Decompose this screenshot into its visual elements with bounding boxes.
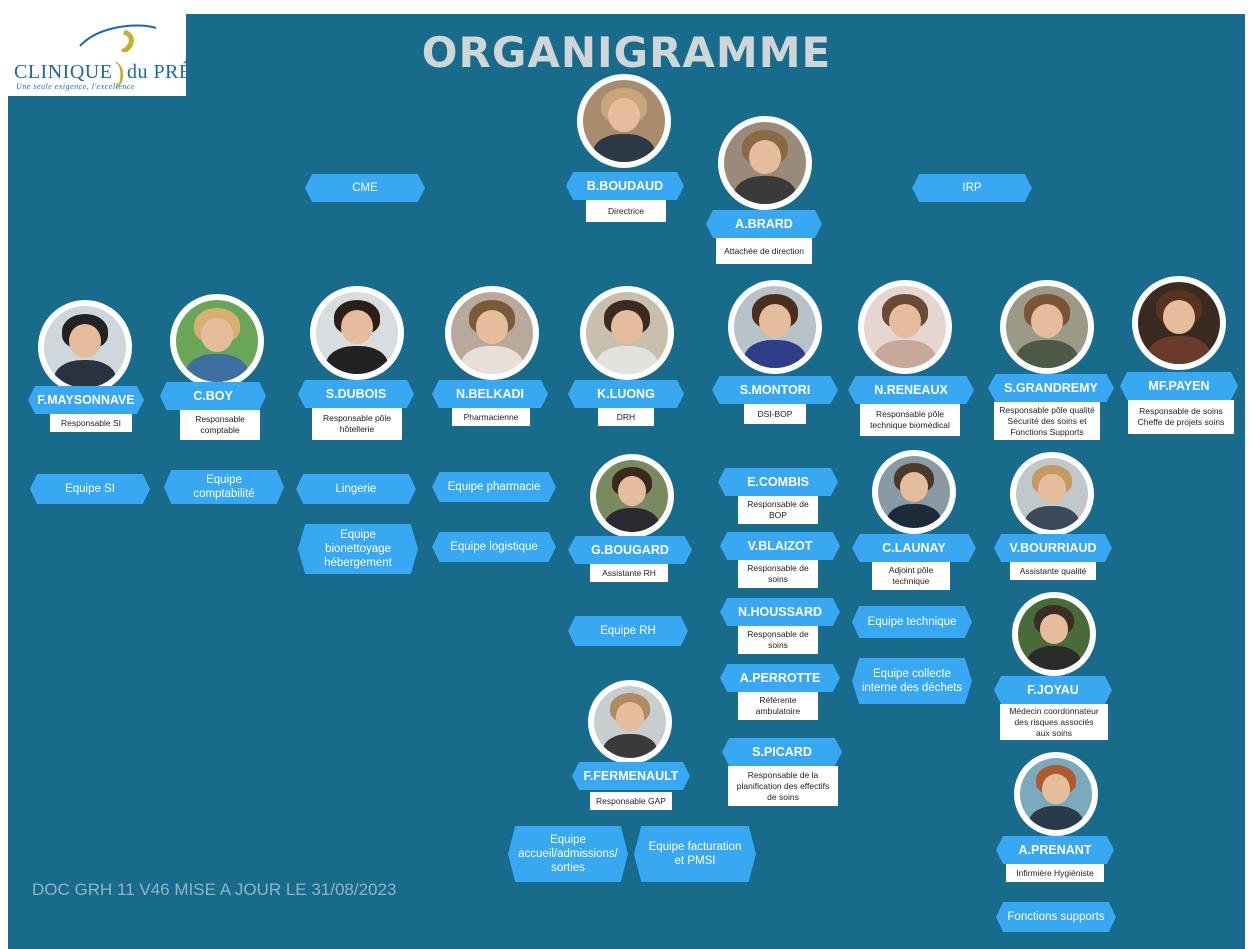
name-blaizot: V.BLAIZOT	[720, 532, 840, 560]
role-bourriaud: Assistante qualité	[1010, 562, 1096, 580]
name-launay: C.LAUNAY	[852, 534, 976, 562]
name-houssard: N.HOUSSARD	[720, 598, 840, 626]
name-luong: K.LUONG	[568, 380, 684, 408]
team-facturation: Equipe facturation et PMSI	[634, 826, 756, 882]
role-dubois: Responsable pôle hôtellerie	[312, 408, 402, 440]
avatar-boudaud	[577, 74, 671, 168]
name-grandremy: S.GRANDREMY	[988, 374, 1114, 402]
role-fermenault: Responsable GAP	[590, 792, 672, 810]
name-boudaud: B.BOUDAUD	[566, 172, 684, 200]
name-brard: A.BRARD	[706, 210, 822, 238]
name-perrotte: A.PERROTTE	[720, 664, 840, 692]
role-prenant: Infirmière Hygiéniste	[1006, 864, 1104, 882]
logo-wordmark: CLINIQUE)du PRÉ	[14, 56, 192, 89]
team-comptabilite: Equipe comptabilité	[164, 470, 284, 504]
role-blaizot: Responsable de soins	[738, 560, 818, 588]
name-prenant: A.PRENANT	[996, 836, 1114, 864]
name-bougard: G.BOUGARD	[568, 536, 692, 564]
role-bougard: Assistante RH	[590, 564, 668, 582]
name-montori: S.MONTORI	[712, 376, 838, 404]
role-boudaud: Directrice	[586, 200, 666, 222]
avatar-launay	[872, 450, 956, 534]
role-joyau: Médecin coordonnateur des risques associ…	[1000, 704, 1108, 740]
avatar-maysonnave	[38, 300, 132, 394]
role-houssard: Responsable de soins	[738, 626, 818, 654]
avatar-luong	[580, 286, 674, 380]
team-bionettoyage: Equipe bionettoyage hébergement	[298, 524, 418, 574]
role-launay: Adjoint pôle technique	[872, 562, 950, 590]
name-combis: E.COMBIS	[718, 468, 838, 496]
team-dechets: Equipe collecte interne des déchets	[852, 658, 972, 704]
team-accueil: Equipe accueil/admissions/ sorties	[508, 826, 628, 882]
role-maysonnave: Responsable SI	[50, 414, 132, 432]
team-si: Equipe SI	[30, 474, 150, 504]
avatar-fermenault	[588, 680, 672, 764]
avatar-boy	[170, 294, 264, 388]
role-grandremy: Responsable pôle qualité Sécurité des so…	[994, 402, 1100, 440]
team-cme: CME	[305, 174, 425, 202]
avatar-joyau	[1012, 592, 1096, 676]
name-belkadi: N.BELKADI	[432, 380, 548, 408]
name-maysonnave: F.MAYSONNAVE	[28, 386, 144, 414]
team-lingerie: Lingerie	[296, 474, 416, 504]
team-irp: IRP	[912, 174, 1032, 202]
avatar-bourriaud	[1010, 452, 1094, 536]
name-reneaux: N.RENEAUX	[848, 376, 974, 404]
avatar-brard	[718, 116, 812, 210]
name-picard: S.PICARD	[722, 738, 842, 766]
team-fonctions-supports: Fonctions supports	[996, 902, 1116, 932]
logo-swoosh-icon	[79, 24, 157, 52]
name-joyau: F.JOYAU	[994, 676, 1112, 704]
team-pharmacie: Equipe pharmacie	[432, 472, 556, 502]
role-perrotte: Référente ambulatoire	[738, 692, 818, 720]
role-luong: DRH	[598, 408, 654, 426]
avatar-belkadi	[445, 286, 539, 380]
team-logistique: Equipe logistique	[432, 532, 556, 562]
role-boy: Responsable comptable	[180, 410, 260, 440]
document-footer: DOC GRH 11 V46 MISE A JOUR LE 31/08/2023	[32, 880, 397, 899]
name-fermenault: F.FERMENAULT	[572, 762, 690, 790]
name-payen: MF.PAYEN	[1120, 372, 1238, 400]
name-bourriaud: V.BOURRIAUD	[994, 534, 1112, 562]
avatar-reneaux	[858, 280, 952, 374]
role-montori: DSI-BOP	[744, 404, 806, 424]
avatar-bougard	[590, 454, 674, 538]
avatar-prenant	[1014, 752, 1098, 836]
role-payen: Responsable de soins Cheffe de projets s…	[1128, 400, 1234, 434]
avatar-grandremy	[1000, 280, 1094, 374]
team-rh: Equipe RH	[568, 616, 688, 646]
role-brard: Attachée de direction	[716, 238, 812, 264]
page-title: ORGANIGRAMME	[421, 28, 832, 77]
avatar-payen	[1132, 276, 1226, 370]
name-dubois: S.DUBOIS	[298, 380, 414, 408]
team-technique: Equipe technique	[852, 606, 972, 638]
role-picard: Responsable de la planification des effe…	[728, 766, 838, 806]
clinic-logo: CLINIQUE)du PRÉ Une seule exigence, l'ex…	[8, 14, 191, 96]
avatar-dubois	[310, 286, 404, 380]
role-reneaux: Responsable pôle technique biomédical	[860, 404, 960, 436]
role-belkadi: Pharmacienne	[452, 408, 530, 426]
name-boy: C.BOY	[160, 382, 266, 410]
logo-slogan: Une seule exigence, l'excellence	[16, 82, 135, 91]
avatar-montori	[728, 280, 822, 374]
role-combis: Responsable de BOP	[738, 496, 818, 524]
